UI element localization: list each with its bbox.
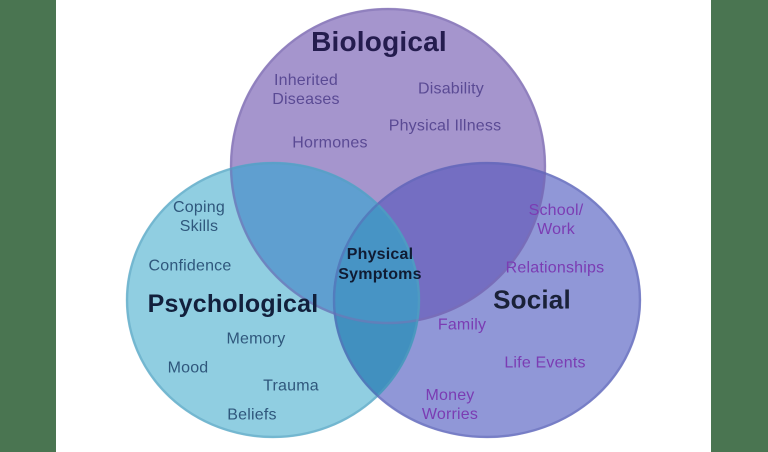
biological-title: Biological xyxy=(311,26,447,58)
label-family: Family xyxy=(437,316,487,334)
biological-circle-outline xyxy=(229,7,547,325)
label-coping-skills: Coping Skills xyxy=(173,198,225,235)
label-inherited-diseases: Inherited Diseases xyxy=(272,71,340,108)
label-mood: Mood xyxy=(167,359,209,377)
label-beliefs: Beliefs xyxy=(227,406,277,424)
right-green-strip xyxy=(711,0,768,452)
label-relationships: Relationships xyxy=(505,259,605,277)
psychological-circle-outline xyxy=(125,161,421,439)
label-memory: Memory xyxy=(226,330,286,348)
label-money-worries: Money Worries xyxy=(421,386,479,423)
label-confidence: Confidence xyxy=(148,257,232,275)
label-trauma: Trauma xyxy=(263,377,319,395)
label-disability: Disability xyxy=(417,80,485,98)
label-school-work: School/ Work xyxy=(528,201,584,238)
label-physical-illness: Physical Illness xyxy=(388,117,502,135)
social-title: Social xyxy=(493,284,571,315)
left-green-strip xyxy=(0,0,56,452)
label-hormones: Hormones xyxy=(292,134,368,152)
social-circle-outline xyxy=(332,161,642,439)
psychological-title: Psychological xyxy=(147,290,319,318)
label-life-events: Life Events xyxy=(504,354,586,372)
label-physical-symptoms: Physical Symptoms xyxy=(338,246,422,283)
